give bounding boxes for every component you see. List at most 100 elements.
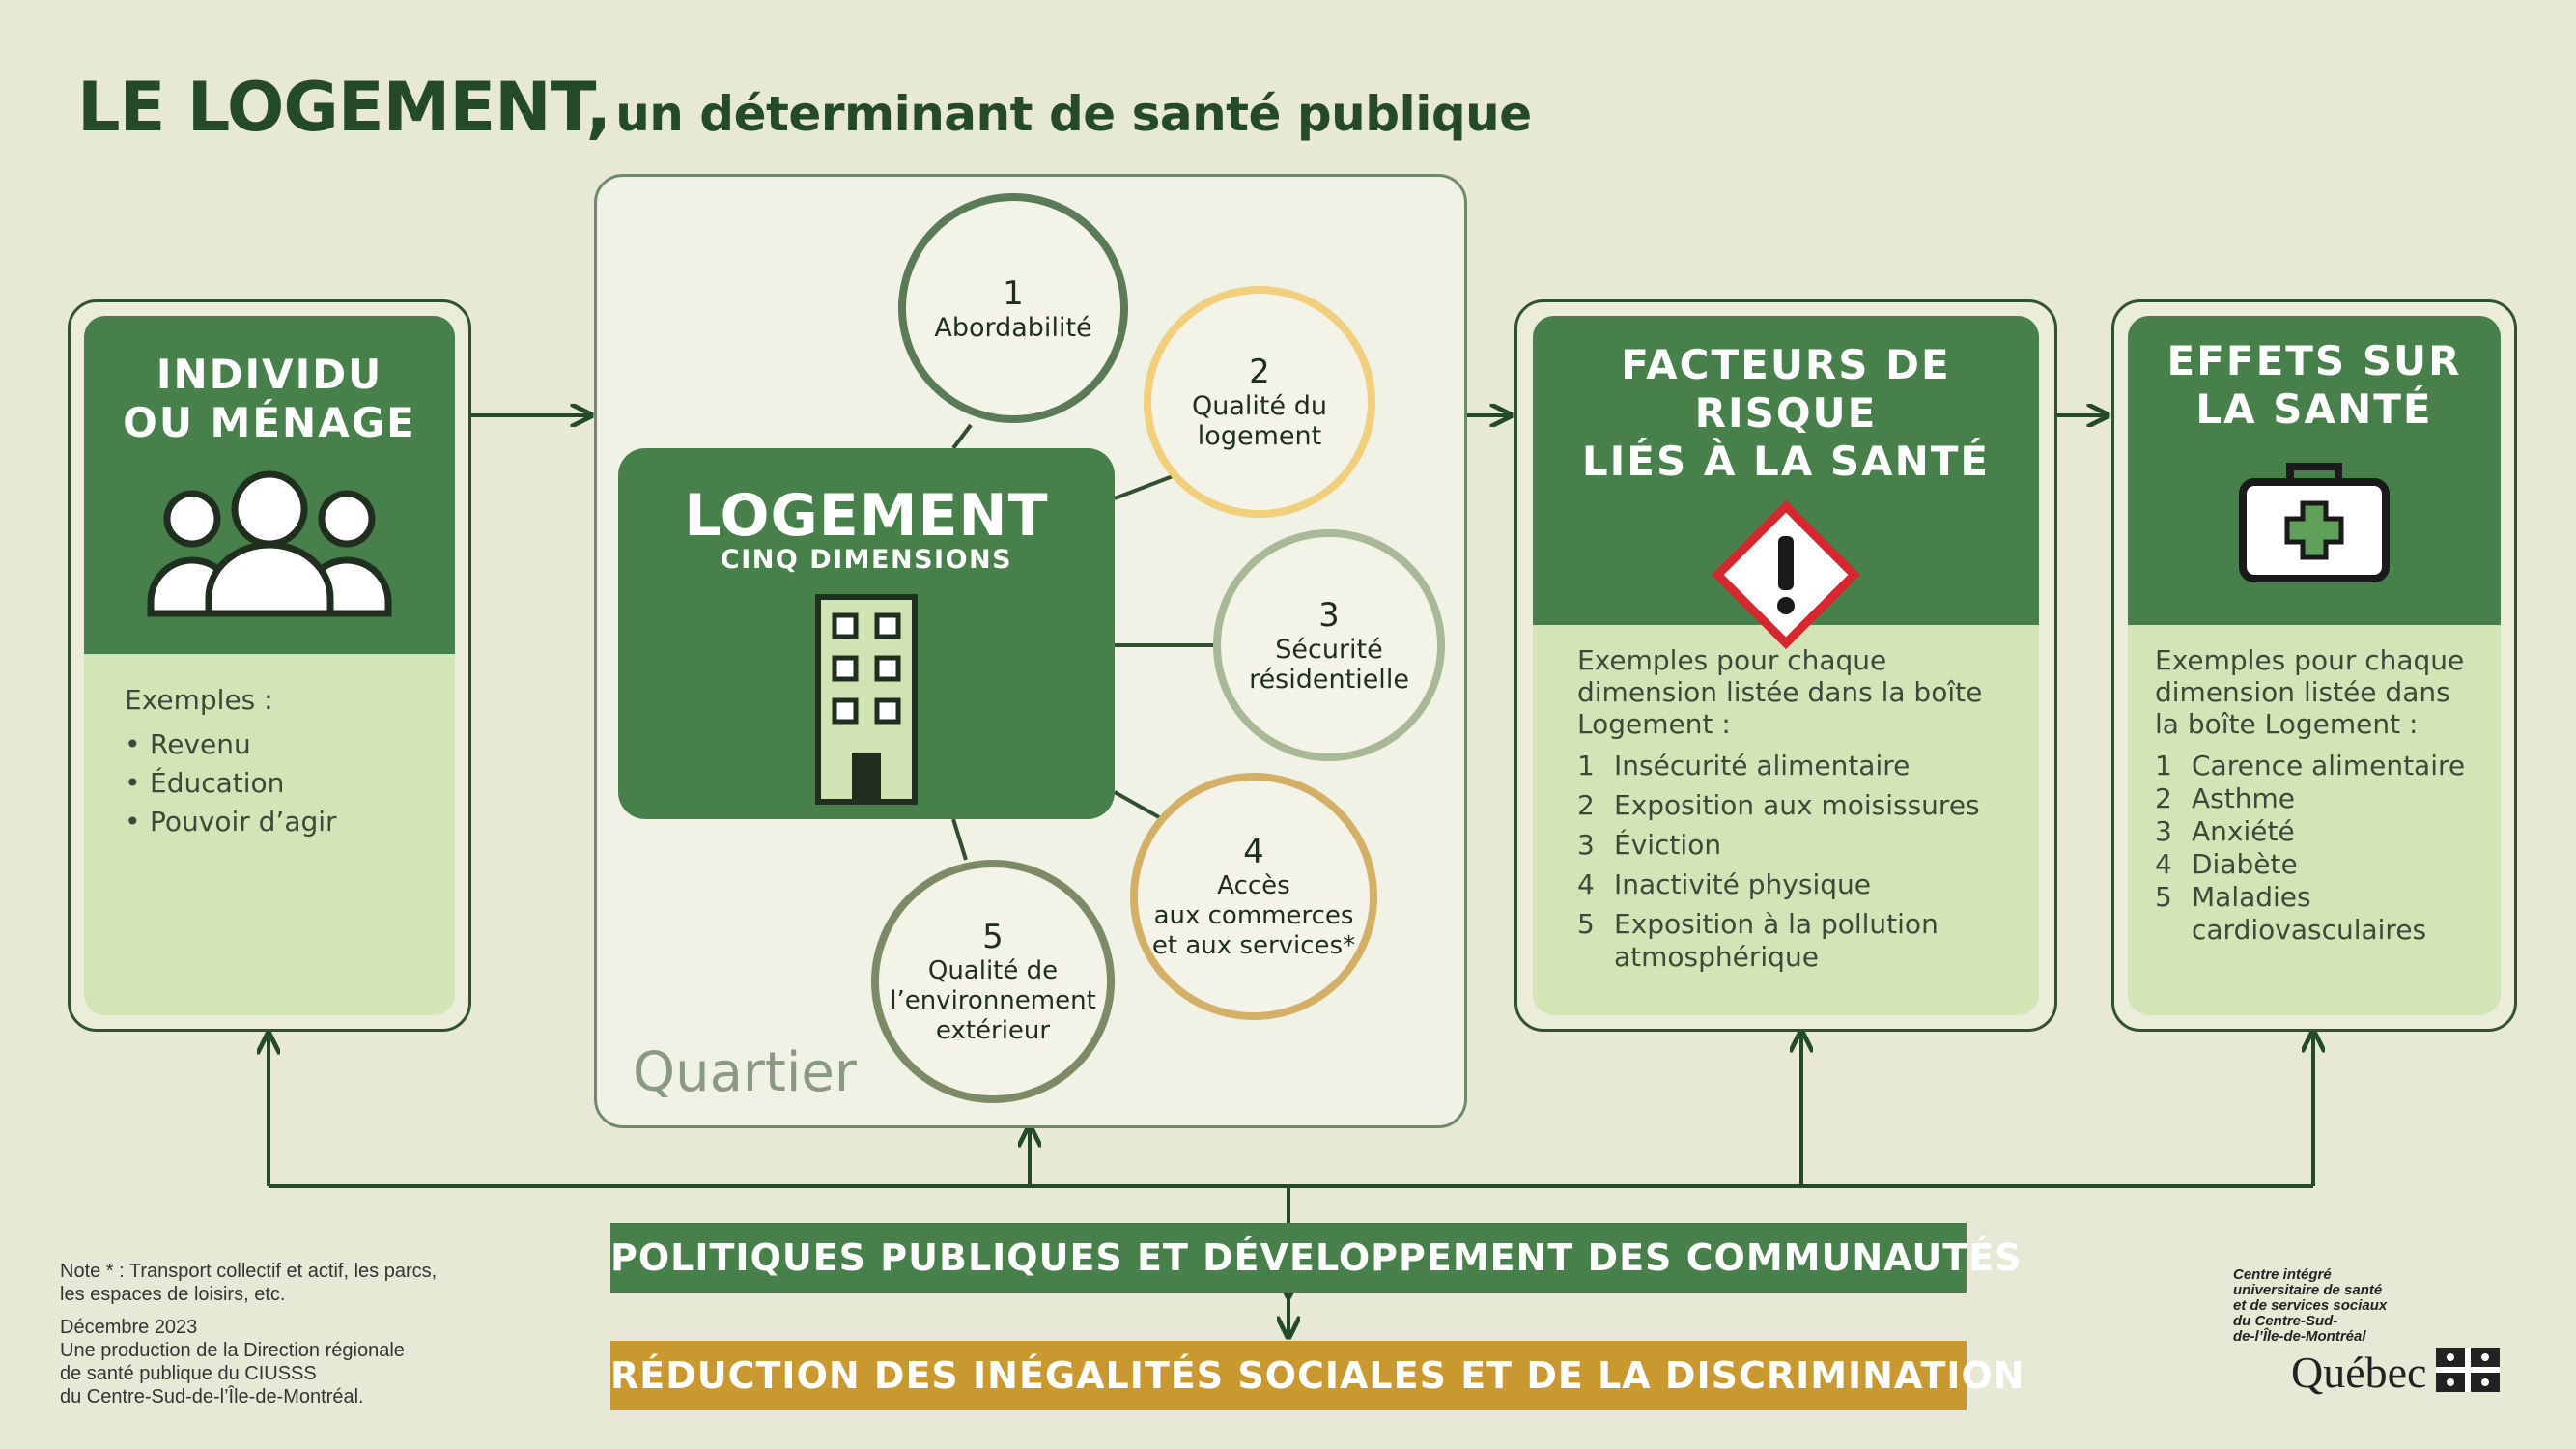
effets-item-1: Carence alimentaire [2192,750,2466,781]
dimension-3-label-l1: Sécurité [1275,635,1383,665]
list-item: •Éducation [125,764,455,803]
dimension-3-circle: 3 Sécurité résidentielle [1213,529,1445,761]
dimension-3-num: 3 [1318,596,1340,635]
hazard-warning-icon [1533,497,2039,656]
effets-intro-l3: la boîte Logement : [2155,708,2419,740]
dimension-5-circle: 5 Qualité de l’environnement extérieur [871,860,1115,1103]
facteurs-header: FACTEURS DE RISQUE LIÉS À LA SANTÉ [1533,316,2039,650]
individu-heading-l2: OU MÉNAGE [123,399,416,446]
individu-intro: Exemples : [125,684,273,716]
footnote: Note * : Transport collectif et actif, l… [60,1260,543,1408]
dimension-5-label-l3: extérieur [935,1015,1051,1045]
effets-item-4: Diabète [2192,848,2298,880]
title-sub: un déterminant de santé publique [615,86,1532,142]
dimension-3-label-l2: résidentielle [1249,665,1409,695]
facteurs-box: FACTEURS DE RISQUE LIÉS À LA SANTÉ Exemp… [1514,299,2057,1032]
logement-subtitle: CINQ DIMENSIONS [720,545,1013,575]
title-main: LE LOGEMENT, [77,68,611,147]
people-group-icon [84,469,455,627]
effets-heading-l1: EFFETS SUR [2166,337,2462,384]
first-aid-kit-icon [2128,459,2501,588]
individu-examples: Exemples : •Revenu •Éducation •Pouvoir d… [84,654,455,841]
individu-header: INDIVIDU OU MÉNAGE [84,316,455,654]
dimension-4-label-l1: Accès [1217,870,1290,900]
dimension-1-num: 1 [1003,273,1024,313]
dimension-2-circle: 2 Qualité du logement [1144,286,1375,518]
dimension-4-circle: 4 Accès aux commerces et aux services* [1130,773,1377,1020]
dimension-5-num: 5 [982,917,1004,956]
individu-box: INDIVIDU OU MÉNAGE Exemples : •Revenu [68,299,471,1032]
note-production-3: du Centre-Sud-de-l’Île-de-Montréal. [60,1386,364,1407]
facteurs-heading-l2: LIÉS À LA SANTÉ [1581,438,1991,485]
dimension-4-label-l2: aux commerces [1153,900,1354,930]
individu-item-education: Éducation [150,767,285,799]
facteurs-item-5: Exposition à la pollution [1614,908,1939,940]
list-item: •Revenu [125,725,455,764]
effets-box: EFFETS SUR LA SANTÉ Exemples pour chaque… [2111,299,2517,1032]
effets-intro-l2: dimension listée dans [2155,676,2450,708]
ciusss-logo: Centre intégré universitaire de santé et… [2233,1267,2523,1398]
building-icon [618,592,1115,809]
reduction-bar: RÉDUCTION DES INÉGALITÉS SOCIALES ET DE … [610,1341,2024,1410]
facteurs-item-3: Éviction [1614,829,1722,861]
quartier-label: Quartier [633,1041,857,1104]
effets-header: EFFETS SUR LA SANTÉ [2128,316,2501,625]
dimension-5-label-l1: Qualité de [927,955,1059,985]
logement-box: LOGEMENT CINQ DIMENSIONS [618,448,1115,819]
dimension-2-num: 2 [1249,353,1270,391]
dimension-1-label: Abordabilité [934,312,1092,343]
effets-item-5: Maladies [2192,881,2311,913]
facteurs-heading-l1: FACTEURS DE RISQUE [1621,341,1951,437]
page-title: LE LOGEMENT, un déterminant de santé pub… [77,68,1532,147]
effets-examples: Exemples pour chaque dimension listée da… [2128,625,2501,947]
note-production-2: de santé publique du CIUSSS [60,1363,317,1384]
dimension-2-label-l1: Qualité du [1192,391,1327,421]
quebec-flag-icon [2436,1348,2501,1397]
facteurs-intro-l1: Exemples pour chaque [1577,644,1887,676]
logement-title: LOGEMENT [684,482,1049,550]
politiques-bar: POLITIQUES PUBLIQUES ET DÉVELOPPEMENT DE… [610,1223,2021,1293]
facteurs-item-1: Insécurité alimentaire [1614,750,1911,781]
note-production-1: Une production de la Direction régionale [60,1340,405,1361]
effets-intro-l1: Exemples pour chaque [2155,644,2465,676]
facteurs-inner: FACTEURS DE RISQUE LIÉS À LA SANTÉ Exemp… [1533,316,2039,1015]
dimension-5-label-l2: l’environnement [890,985,1096,1015]
individu-item-revenu: Revenu [150,728,251,760]
facteurs-item-2: Exposition aux moisissures [1614,789,1980,821]
effets-inner: EFFETS SUR LA SANTÉ Exemples pour chaque… [2128,316,2501,1015]
quebec-wordmark: Québec [2291,1348,2427,1397]
facteurs-intro-l3: Logement : [1577,708,1731,740]
individu-item-pouvoir: Pouvoir d’agir [150,806,337,838]
dimension-4-label-l3: et aux services* [1151,930,1356,960]
effets-heading-l2: LA SANTÉ [2195,385,2433,433]
facteurs-item-4: Inactivité physique [1614,868,1871,900]
facteurs-intro-l2: dimension listée dans la boîte [1577,676,1983,708]
effets-item-3: Anxiété [2192,815,2295,847]
note-line-1: Note * : Transport collectif et actif, l… [60,1261,438,1282]
individu-inner: INDIVIDU OU MÉNAGE Exemples : •Revenu [84,316,455,1015]
dimension-1-circle: 1 Abordabilité [898,193,1128,423]
facteurs-examples: Exemples pour chaque dimension listée da… [1533,625,2039,974]
list-item: •Pouvoir d’agir [125,803,455,841]
dimension-4-num: 4 [1243,832,1264,871]
dimension-2-label-l2: logement [1197,421,1322,451]
note-date: Décembre 2023 [60,1317,198,1338]
note-line-2: les espaces de loisirs, etc. [60,1284,286,1305]
facteurs-item-5-cont: atmosphérique [1614,941,1819,973]
individu-heading-l1: INDIVIDU [156,351,383,398]
effets-item-5-cont: cardiovasculaires [2192,914,2427,946]
effets-item-2: Asthme [2192,782,2295,814]
